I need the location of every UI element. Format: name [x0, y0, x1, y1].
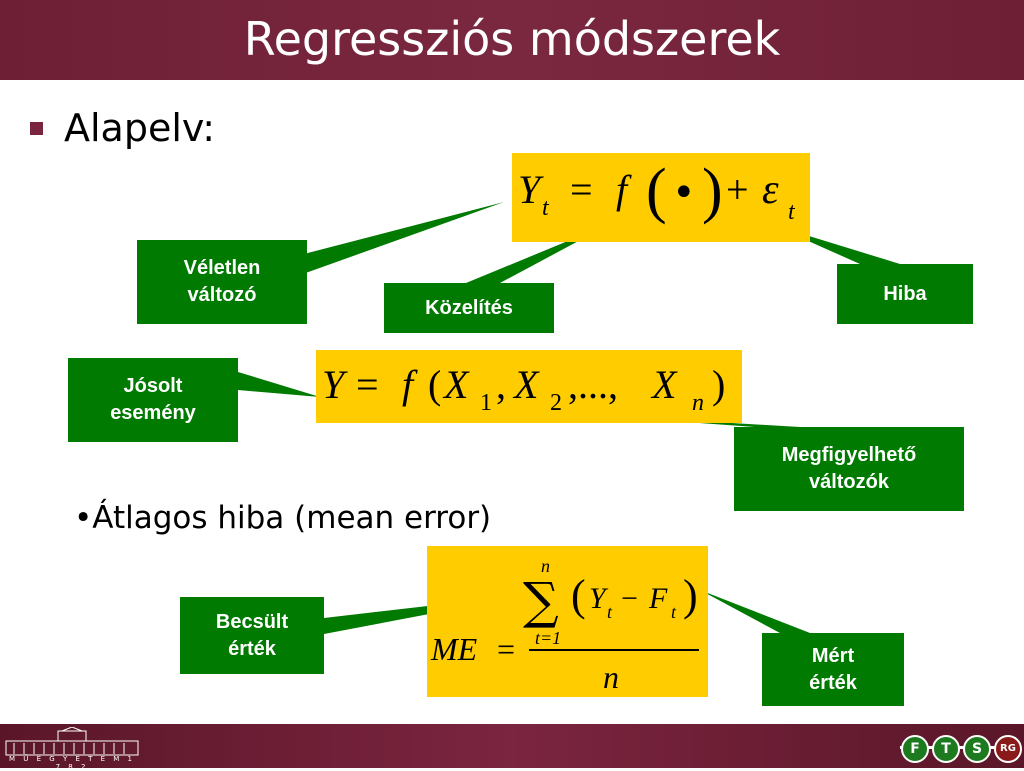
f3-F: F [648, 582, 668, 615]
label-hiba: Hiba [837, 264, 973, 324]
f3-den: n [603, 659, 619, 695]
f3-minus: − [621, 582, 638, 615]
f2-Xn: X [650, 362, 678, 407]
f3-Y: Y [589, 582, 609, 615]
f1-t2: t [788, 199, 796, 225]
f1-Y: Y [518, 167, 544, 212]
badge-t-icon: T [932, 735, 960, 763]
f3-sigma: ∑ [523, 572, 559, 630]
f2-Y: Y [322, 362, 348, 407]
label-josolt-esemeny: Jósolt esemény [68, 358, 238, 442]
f1-eps: ε [762, 167, 779, 213]
square-bullet-icon [30, 122, 43, 135]
label-kozelites: Közelítés [384, 283, 554, 333]
formula-mean-error: n ∑ t=1 ( Y t − F t ) ME = n [427, 546, 708, 697]
f2-s1: 1 [480, 390, 492, 416]
slide-title: Regressziós módszerek [243, 12, 781, 66]
f2-s2: 2 [550, 390, 562, 416]
f2-X1: X [442, 362, 470, 407]
f1-lp: ( [646, 157, 667, 225]
f1-eq: = [570, 167, 593, 212]
f2-rp: ) [712, 362, 725, 407]
f1-f: f [616, 167, 632, 212]
badge-s-icon: S [963, 735, 991, 763]
label-megfigyelheto-valtozok: Megfigyelhető változók [734, 427, 964, 511]
f2-sn: n [692, 390, 704, 416]
f2-lp: ( [428, 362, 441, 407]
f2-dots: ,..., [568, 362, 618, 407]
title-bar: Regressziós módszerek [0, 0, 1024, 80]
pointer-veletlen [300, 202, 504, 275]
f3-t1: t [607, 602, 613, 622]
formula-prediction: Y = f ( X 1 , X 2 ,..., X n ) [316, 350, 742, 423]
f2-eq: = [356, 362, 379, 407]
f1-plus: + [726, 167, 749, 212]
f1-t: t [542, 195, 550, 221]
f3-sum-top: n [541, 556, 550, 576]
university-building-icon [5, 727, 139, 756]
f3-sum-bot: t=1 [535, 628, 561, 648]
f1-rp: ) [702, 157, 723, 225]
pointer-josolt [238, 372, 320, 397]
f2-f: f [402, 362, 418, 407]
label-veletlen-valtozo: Véletlen változó [137, 240, 307, 324]
badge-f-icon: F [901, 735, 929, 763]
bullet-alapelv: Alapelv: [64, 106, 216, 150]
f3-lp: ( [571, 571, 586, 620]
f3-t2: t [671, 602, 677, 622]
label-becsult-ertek: Becsült érték [180, 597, 324, 674]
formula-model: Y t = f ( • ) + ε t [512, 153, 810, 242]
bullet-atlagos-hiba: •Átlagos hiba (mean error) [74, 500, 492, 536]
f2-X2: X [512, 362, 540, 407]
label-mert-ertek: Mért érték [762, 633, 904, 706]
pointer-mert [700, 590, 810, 633]
badge-rg-icon: RG [994, 735, 1022, 763]
university-name: M Ű E G Y E T E M 1 7 8 2 [9, 755, 135, 771]
f3-me: ME [430, 631, 478, 667]
footer-bar: M Ű E G Y E T E M 1 7 8 2 [0, 724, 1024, 771]
f3-eq: = [497, 631, 515, 667]
f1-dot: • [672, 170, 696, 216]
f3-rp: ) [683, 571, 698, 620]
f2-c1: , [496, 362, 506, 407]
badge-connector [900, 746, 1020, 749]
